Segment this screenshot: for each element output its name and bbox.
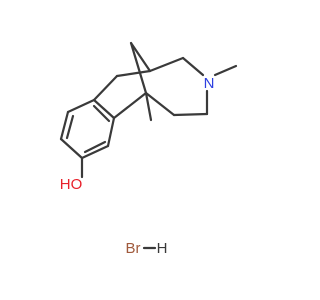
bond-ring-f [92, 98, 116, 120]
structure-drawing: HO N Br H [59, 41, 238, 257]
bond-ring-a [66, 98, 96, 114]
bond-ring-e [106, 116, 116, 148]
bond-ring-ch2 [92, 74, 119, 102]
bond-ring-double-3 [92, 104, 111, 123]
molecule-diagram: HO N Br H [59, 41, 238, 257]
bond-ring-double-1 [65, 114, 75, 140]
bond-n-methyl [213, 64, 238, 77]
nitrogen-label: N [204, 75, 215, 92]
bromine-label: Br [126, 240, 141, 257]
bond-ring-b [59, 110, 70, 141]
bond-bridge-up [129, 41, 152, 73]
hydroxyl-label: HO [60, 176, 83, 193]
bond-ch2-ch [115, 69, 152, 78]
bond-ch-ch2n [148, 56, 185, 73]
bond-ch2-n [181, 56, 205, 77]
hydrogen-label: H [157, 240, 168, 257]
bond-quat-methyl [144, 91, 153, 122]
bonds [59, 41, 238, 250]
bond-ch2-quat [144, 91, 176, 117]
bond-ring-c [59, 137, 84, 160]
bond-ring-d [80, 144, 110, 160]
atom-labels: HO N Br H [60, 75, 215, 257]
bond-ring-double-2 [83, 140, 107, 154]
bond-ch2-ch2 [172, 112, 209, 117]
bond-ring-quat [112, 91, 148, 120]
bond-bridge-down [129, 41, 148, 95]
